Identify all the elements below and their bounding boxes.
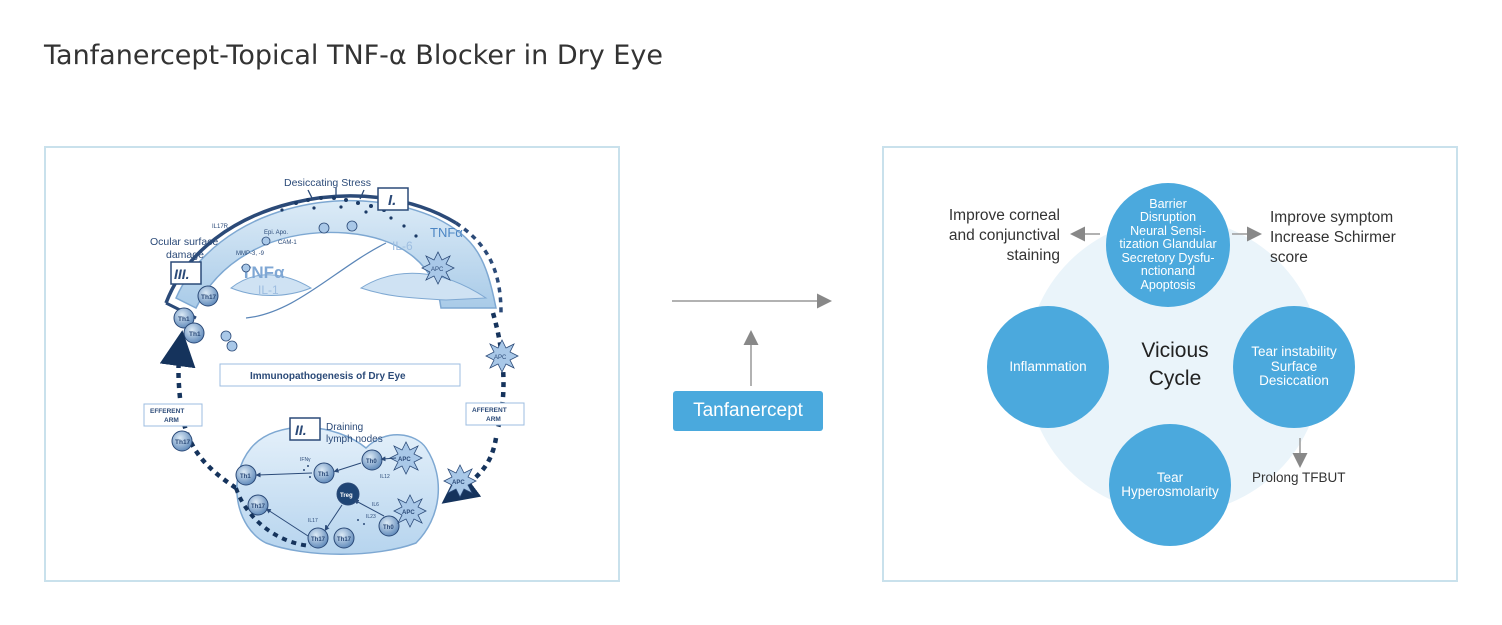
outcome-symptom-schirmer: Improve symptom Increase Schirmer score: [1270, 209, 1396, 266]
ocular-surface-damage-label-1: Ocular surface: [150, 236, 218, 248]
outcome-tfbut: Prolong TFBUT: [1252, 470, 1346, 485]
tanfanercept-button[interactable]: Tanfanercept: [673, 391, 823, 431]
il6-label: IL-6: [392, 239, 413, 253]
immunopathogenesis-label: Immunopathogenesis of Dry Eye: [250, 371, 406, 382]
immunopathogenesis-diagram: Desiccating Stress I. TNFα IL-6 TNFα IL-…: [143, 177, 525, 555]
efferent-arm-label-2: ARM: [164, 417, 179, 424]
il23-label: IL23: [366, 514, 376, 520]
mmp-label: MMP-3, -9: [236, 251, 265, 257]
epi-apo-label: Epi. Apo.: [264, 230, 288, 236]
cam-label: CAM-1: [278, 240, 297, 246]
afferent-arm-label-1: AFFERENT: [472, 407, 507, 414]
ocular-surface-damage-label-2: damage: [166, 249, 204, 261]
stage-2-label: II.: [295, 422, 307, 438]
apc-node-label-2: APC: [402, 510, 415, 516]
vicious-cycle-line2: Cycle: [1148, 367, 1202, 390]
il17-label: IL17: [308, 518, 318, 524]
tear-hyperosmolarity-circle: Tear Hyperosmolarity: [1109, 424, 1231, 546]
apc-node-label-3: APC: [452, 480, 465, 486]
th17-node-label-3: Th17: [337, 537, 352, 543]
il1-label: IL-1: [258, 283, 279, 297]
apc-node-label-1: APC: [398, 457, 411, 463]
th17-node-label-2: Th17: [311, 537, 326, 543]
tear-instability-circle: Tear instability Surface Desiccation: [1233, 306, 1355, 428]
th17-node-label-1: Th17: [251, 504, 266, 510]
ocular-surface-arch: [175, 199, 497, 310]
afferent-arm-label-2: ARM: [486, 416, 501, 423]
th1-cell-label-2: Th1: [189, 331, 201, 338]
apc-label-1: APC: [431, 267, 444, 273]
barrier-disruption-circle: Barrier Disruption Neural Sensi- tizatio…: [1106, 183, 1230, 307]
stage-1-label: I.: [388, 192, 396, 209]
th0-node-label-1: Th0: [366, 459, 377, 465]
il6-small-label: IL6: [372, 502, 379, 508]
efferent-arm-label-1: EFFERENT: [150, 408, 184, 415]
vicious-cycle-panel: Vicious Cycle Barrier Disruption Neural …: [882, 146, 1458, 582]
draining-label-1: Draining: [326, 422, 363, 433]
immunopathogenesis-panel: Desiccating Stress I. TNFα IL-6 TNFα IL-…: [44, 146, 620, 582]
page-title: Tanfanercept-Topical TNF-α Blocker in Dr…: [44, 40, 663, 71]
treg-node-label: Treg: [340, 493, 353, 499]
apc-label-2: APC: [494, 355, 507, 361]
th17-cell-label: Th17: [201, 294, 217, 301]
th1-cell-label: Th1: [178, 316, 190, 323]
th0-node-label-2: Th0: [383, 525, 394, 531]
il17r-label: IL17R: [212, 224, 229, 230]
outcome-corneal-staining: Improve corneal and conjunctival stainin…: [948, 207, 1060, 264]
stage-3-label: III.: [174, 266, 190, 282]
vicious-cycle-line1: Vicious: [1141, 339, 1209, 362]
tnf-alpha-label-top: TNFα: [430, 225, 463, 240]
th17-cell-label-2: Th17: [175, 439, 191, 446]
th1-node-label-2: Th1: [318, 472, 329, 478]
vicious-cycle-center: Vicious Cycle: [1110, 337, 1240, 393]
draining-label-2: lymph nodes: [326, 434, 383, 445]
ifng-label: IFNγ: [300, 457, 311, 463]
middle-connector: [660, 280, 840, 440]
th1-node-label-1: Th1: [240, 474, 251, 480]
il12-label: IL12: [380, 474, 390, 480]
inflammation-circle: Inflammation: [987, 306, 1109, 428]
tnf-alpha-label-mid: TNFα: [241, 263, 285, 282]
desiccating-stress-label: Desiccating Stress: [284, 177, 371, 189]
